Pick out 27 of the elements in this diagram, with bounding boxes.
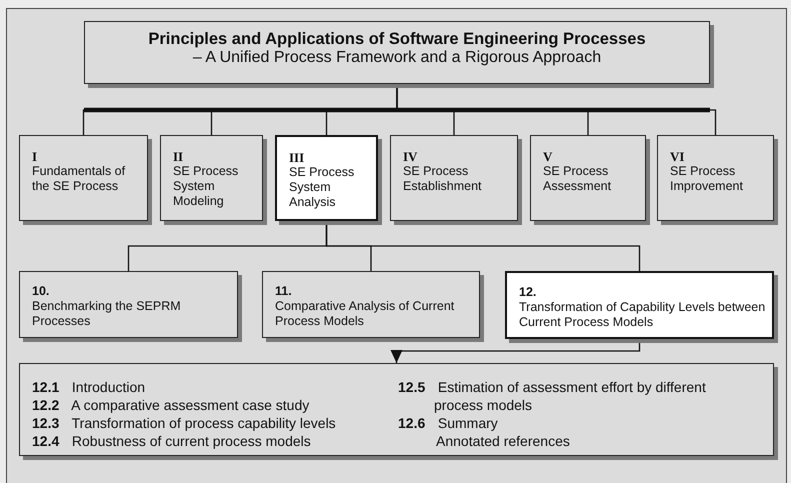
part-numeral: IV (403, 150, 418, 164)
title-text: Principles and Applications of Software Engineering Processes (147, 30, 647, 49)
part-numeral: V (543, 150, 554, 164)
part-numeral: VI (670, 150, 686, 164)
part-title: SE Process System Modeling (173, 164, 240, 209)
section-entry: 12.2 A comparative assessment case study (32, 396, 310, 414)
part-title: SE Process Assessment (543, 164, 612, 194)
chapter-number: 12. (519, 285, 538, 300)
part-title: SE Process Establishment (403, 164, 483, 194)
chapter-number: 11. (275, 284, 293, 299)
part-numeral: II (173, 150, 184, 164)
part-numeral: III (289, 151, 306, 165)
part-title: Fundamentals of the SE Process (32, 164, 126, 194)
section-entry: 12.1 Introduction (32, 378, 146, 396)
section-entry: 12.5 Estimation of assessment effort by different process models (398, 378, 707, 414)
chapter-title: Transformation of Capability Levels between Current Process Models (519, 300, 766, 330)
part-title: SE Process System Analysis (289, 165, 356, 210)
part-numeral: I (32, 150, 38, 164)
chapter-title: Benchmarking the SEPRM Processes (32, 299, 182, 329)
section-entry: 12.4 Robustness of current process models (32, 432, 312, 450)
section-entry: Annotated references (435, 432, 571, 450)
subtitle-text: – A Unified Process Framework and a Rigorous Approach (192, 49, 602, 67)
chapter-title: Comparative Analysis of Current Process Models (275, 299, 456, 329)
section-entry: 12.6 Summary (398, 414, 499, 432)
part-title: SE Process Improvement (670, 164, 744, 194)
section-entry: 12.3 Transformation of process capability levels (32, 414, 337, 432)
chapter-number: 10. (32, 284, 50, 299)
